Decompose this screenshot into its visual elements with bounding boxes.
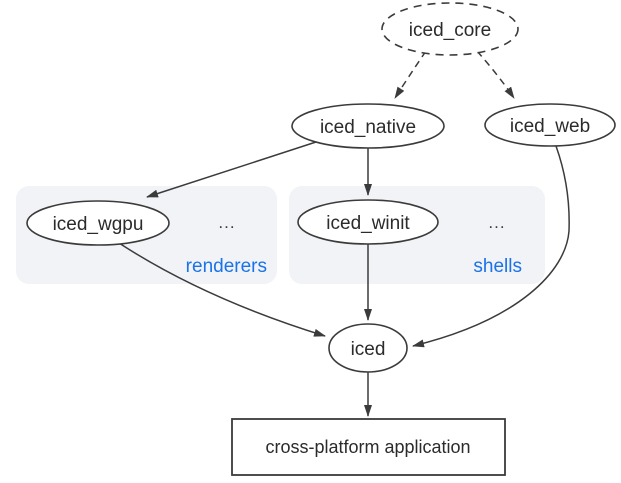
edge-iced_core-iced_native: [394, 50, 427, 99]
group-shells-label: shells: [473, 256, 522, 277]
node-iced-wgpu: [26, 200, 170, 246]
node-iced-label: iced: [351, 339, 386, 360]
node-iced-web-label: iced_web: [510, 116, 590, 137]
edge-iced_web-iced: [412, 145, 570, 348]
node-iced-native-label: iced_native: [320, 117, 416, 138]
group-renderers-ellipsis: ...: [218, 213, 235, 232]
node-iced-web: [484, 103, 616, 147]
node-application-label: cross-platform application: [265, 437, 470, 457]
node-iced-wgpu-label: iced_wgpu: [53, 214, 144, 235]
node-iced: [328, 323, 408, 373]
node-iced-winit: [297, 199, 439, 245]
node-iced-core: [381, 2, 519, 56]
group-shells-ellipsis: ...: [488, 213, 505, 232]
edge-iced_wgpu-iced: [118, 242, 326, 337]
node-iced-winit-label: iced_winit: [326, 213, 410, 234]
node-iced-core-label: iced_core: [409, 20, 491, 41]
node-iced-native: [291, 103, 445, 149]
node-application: [231, 418, 506, 476]
edge-iced_native-iced_wgpu: [146, 141, 317, 198]
edge-iced_core-iced_web: [476, 50, 515, 99]
group-renderers-label: renderers: [186, 256, 267, 277]
